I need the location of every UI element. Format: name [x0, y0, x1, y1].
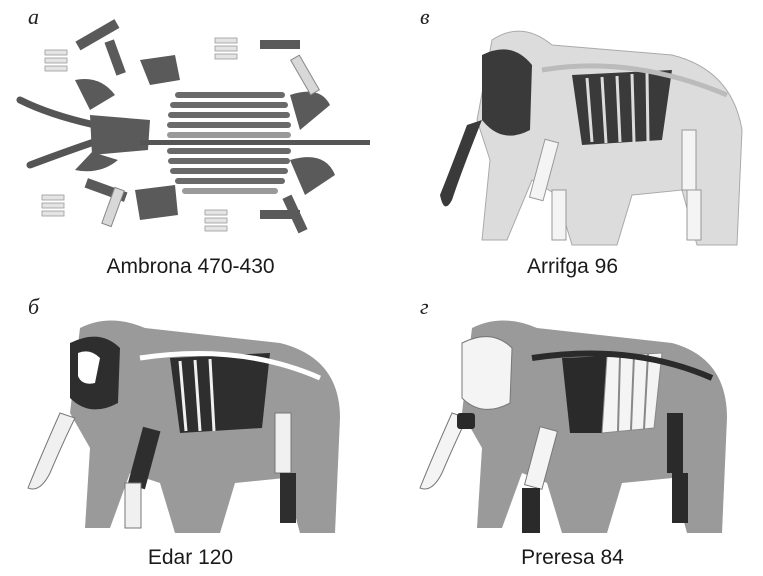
panel-edar: б Edar 120 — [0, 288, 381, 576]
skull-bone — [482, 49, 532, 135]
jaw-bone-bottom — [75, 152, 118, 171]
pelvis-top — [290, 92, 330, 130]
panel-arrifga: в Arrifga 96 — [382, 0, 763, 288]
tusk-bone — [28, 413, 75, 489]
skull-bone — [462, 337, 512, 410]
trunk-marker — [457, 413, 475, 429]
tusk-left — [20, 100, 95, 125]
scapula-top — [140, 55, 180, 85]
scapula-bottom — [135, 185, 178, 220]
skeleton-diagram — [0, 288, 381, 548]
panel-caption: Preresa 84 — [382, 546, 763, 570]
skeleton-diagram — [382, 288, 763, 548]
skull-bone — [90, 115, 150, 155]
panel-caption: Ambrona 470-430 — [0, 255, 381, 279]
panel-caption: Edar 120 — [0, 546, 381, 570]
vertebral-column — [140, 140, 370, 145]
limb-bone-light — [291, 55, 320, 95]
trunk-bone — [440, 120, 482, 206]
pelvis-bottom — [290, 157, 335, 195]
jaw-bone-top — [75, 79, 115, 110]
panel-ambrona: а — [0, 0, 381, 288]
limb-bone — [104, 39, 125, 75]
bone-scatter-diagram — [0, 0, 381, 260]
limb-bone — [260, 40, 300, 49]
skeleton-diagram — [382, 0, 763, 260]
panel-caption: Arrifga 96 — [382, 255, 763, 279]
panel-preresa: г Preresa 84 — [382, 288, 763, 576]
